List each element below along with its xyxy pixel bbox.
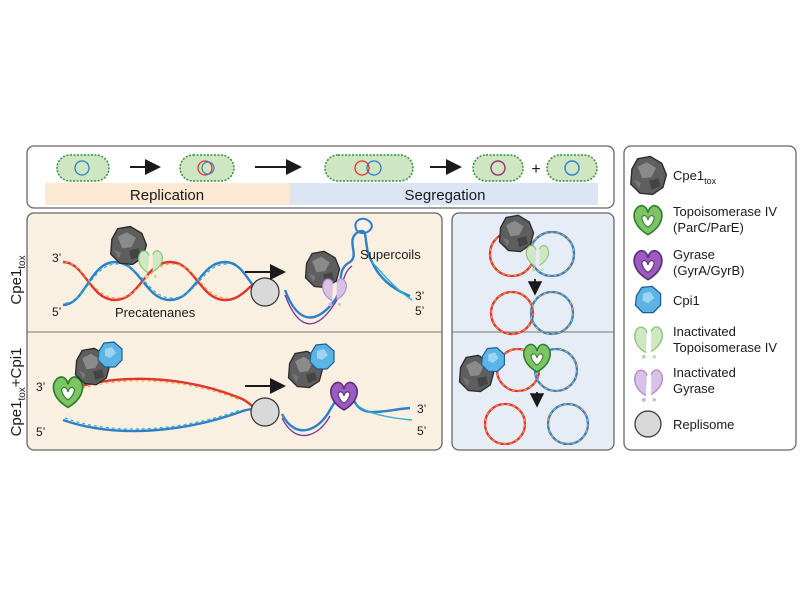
cell-3 [324, 154, 414, 182]
catenated-rings-2 [489, 290, 575, 336]
end-5-right-1: 5’ [415, 304, 424, 318]
legend-inact-gyr-line2: Gyrase [673, 381, 715, 396]
cell-1 [56, 154, 110, 182]
legend-inact-topo-line2: Topoisomerase IV [673, 340, 777, 355]
end-5-left-1: 5’ [52, 305, 61, 319]
cpe1-toxin-icon [630, 155, 668, 196]
phase-replication: Replication [130, 187, 204, 204]
end-5-right-2: 5’ [417, 424, 426, 438]
cpe1-toxin-icon [304, 250, 341, 289]
legend-gyrase-line2: (GyrA/GyrB) [673, 263, 745, 278]
legend-panel [623, 145, 797, 451]
end-3-left-1: 3’ [52, 251, 61, 265]
replisome-icon [250, 277, 280, 307]
end-5-left-2: 5’ [36, 425, 45, 439]
replisome-icon [634, 410, 662, 438]
cpi1-icon [634, 285, 662, 314]
legend-cpi1: Cpi1 [673, 293, 700, 308]
legend-inact-gyr-line1: Inactivated [673, 365, 736, 380]
phase-segregation: Segregation [405, 187, 486, 204]
plus-sign: + [531, 161, 540, 178]
end-3-left-2: 3’ [36, 380, 45, 394]
replisome-icon [250, 397, 280, 427]
replication-band [45, 183, 290, 205]
legend-cpe1: Cpe1tox [673, 168, 717, 186]
legend-gyrase-line1: Gyrase [673, 247, 715, 262]
dna-precatenanes-1 [62, 260, 263, 307]
legend-inact-topo-line1: Inactivated [673, 324, 736, 339]
row1-label: Cpe1tox [8, 255, 28, 304]
legend-topo-line1: Topoisomerase IV [673, 204, 777, 219]
legend-replisome: Replisome [673, 417, 734, 432]
cpi1-icon [481, 347, 505, 372]
cpi1-icon [309, 343, 335, 370]
supercoils-label: Supercoils [360, 247, 421, 262]
separated-rings [483, 402, 590, 446]
legend-topo-line2: (ParC/ParE) [673, 220, 744, 235]
end-3-right-2: 3’ [417, 402, 426, 416]
precatenanes-label: Precatenanes [115, 305, 196, 320]
segregation-band [290, 183, 598, 205]
row2-label: Cpe1tox+Cpi1 [8, 348, 28, 437]
cell-2 [179, 154, 235, 182]
cell-4a [472, 154, 524, 182]
dna-supercoils-1 [283, 217, 413, 325]
end-3-right-1: 3’ [415, 289, 424, 303]
cpi1-icon [97, 341, 123, 368]
cell-4b [546, 154, 598, 182]
